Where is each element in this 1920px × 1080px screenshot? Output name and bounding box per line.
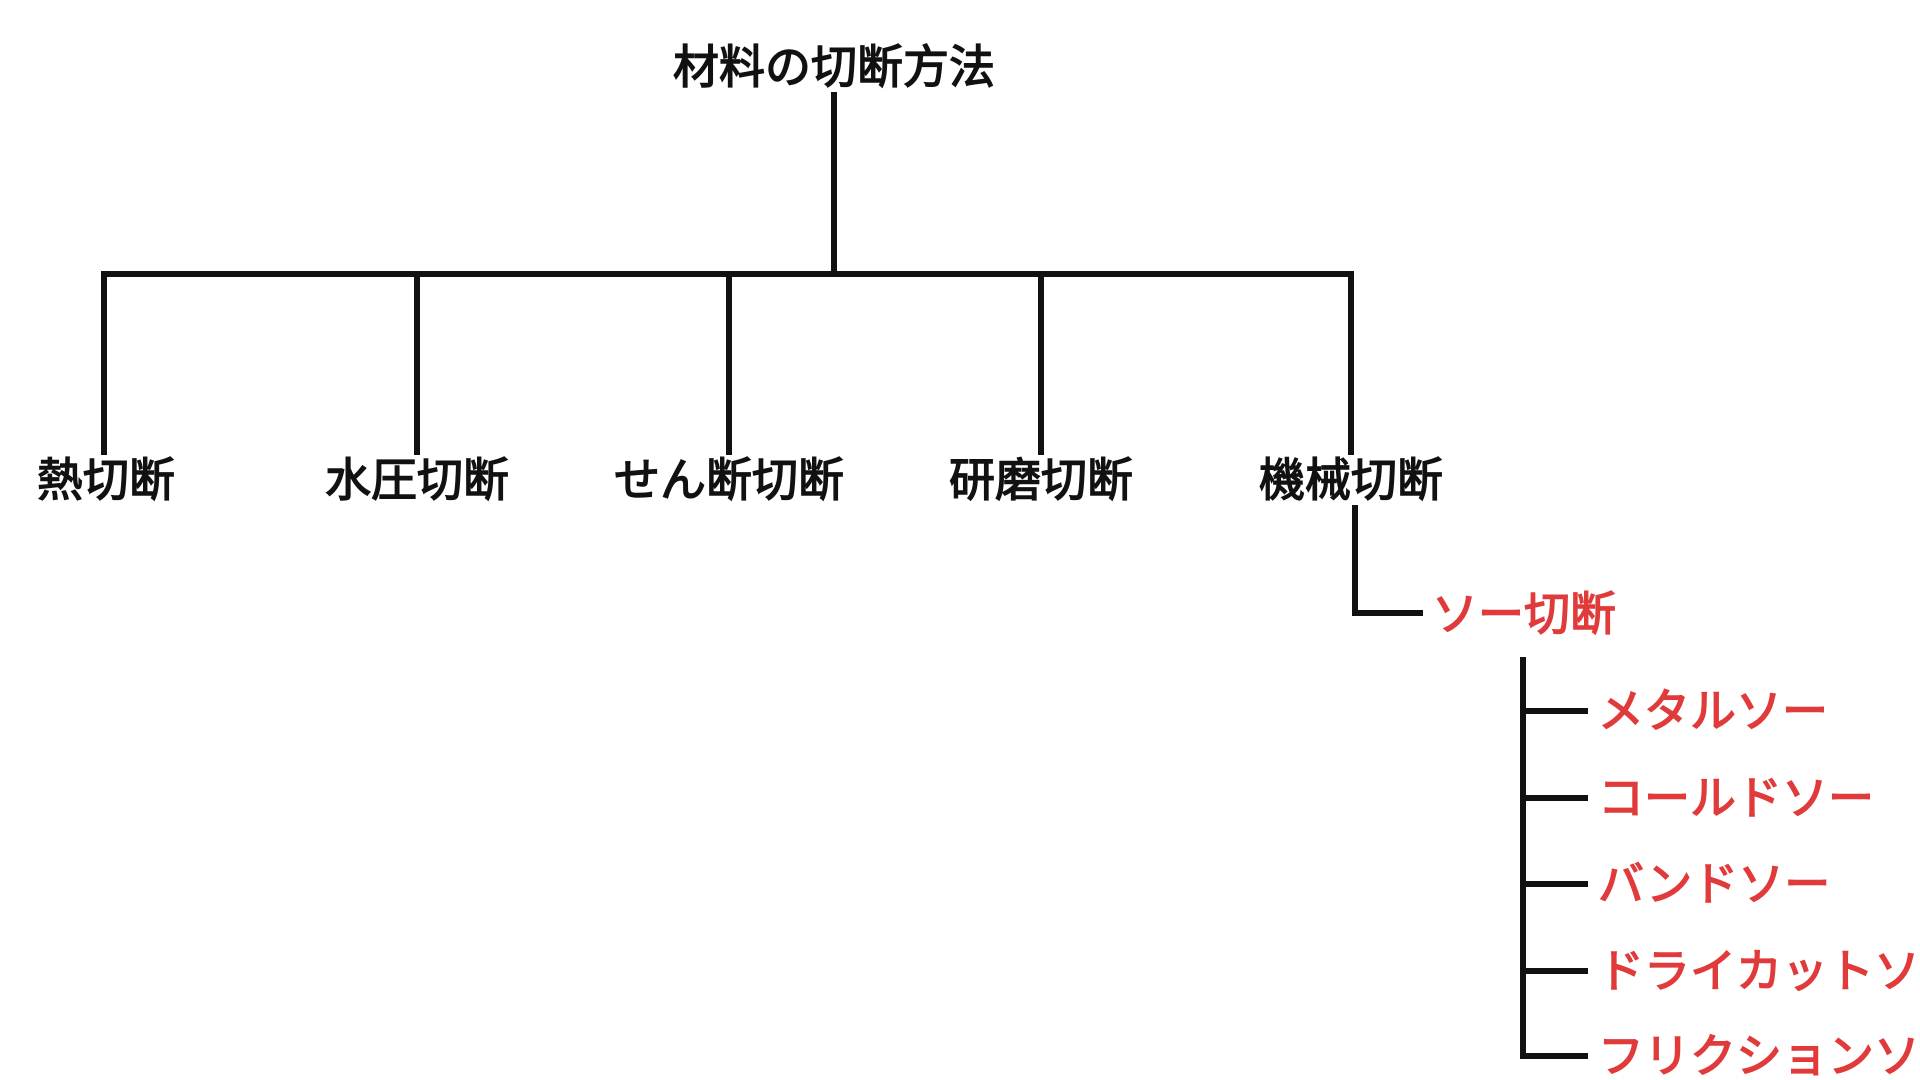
saw-item-band-saw: バンドソー <box>1598 857 1831 911</box>
saw-item-dry-cut-saw: ドライカットソー <box>1598 944 1920 998</box>
category-label-abrasive: 研磨切断 <box>949 453 1133 507</box>
saw-branch-line <box>1352 505 1423 616</box>
category-label-mechanical: 機械切断 <box>1259 453 1443 507</box>
category-label-heat: 熱切断 <box>37 453 175 507</box>
saw-item-metal-saw: メタルソー <box>1598 684 1828 738</box>
root-node-label: 材料の切断方法 <box>673 40 995 94</box>
category-label-shear: せん断切断 <box>614 453 844 507</box>
saw-cutting-label: ソー切断 <box>1432 587 1616 641</box>
saw-item-friction-saw: フリクションソー <box>1598 1029 1920 1080</box>
saw-item-cold-saw: コールドソー <box>1598 771 1874 825</box>
category-label-water: 水圧切断 <box>325 453 509 507</box>
